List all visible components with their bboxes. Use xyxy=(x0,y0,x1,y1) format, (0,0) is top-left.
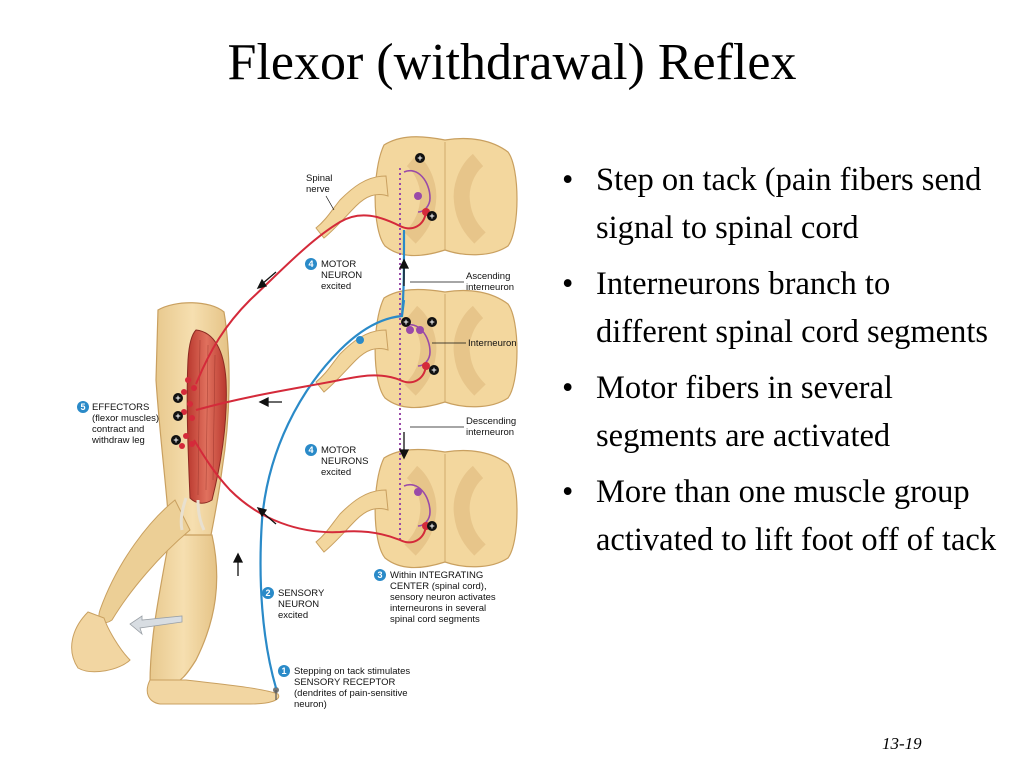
label-motor-neuron-excited: MOTOR NEURON excited xyxy=(321,259,362,292)
svg-text:NEURONS: NEURONS xyxy=(321,456,369,467)
svg-text:+: + xyxy=(429,521,434,531)
svg-text:sensory neuron activates: sensory neuron activates xyxy=(390,592,496,603)
reflex-diagram: + + + + + + + + + 1 2 3 4 4 5 Spinal ner… xyxy=(71,136,518,710)
step-number-1: 1 xyxy=(281,666,286,676)
svg-text:+: + xyxy=(431,365,436,375)
label-descending-interneuron: Descending interneuron xyxy=(410,416,516,438)
label-spinal-nerve: Spinal nerve xyxy=(306,173,335,211)
label-sensory-receptor: Stepping on tack stimulates SENSORY RECE… xyxy=(294,666,410,710)
direction-arrows xyxy=(232,258,410,576)
svg-text:NEURON: NEURON xyxy=(278,599,319,610)
svg-text:spinal cord segments: spinal cord segments xyxy=(390,614,480,625)
svg-text:excited: excited xyxy=(321,467,351,478)
page-number: 13-19 xyxy=(882,734,922,753)
synapse-signs: + + + + + + + + + xyxy=(171,153,439,531)
svg-text:excited: excited xyxy=(278,610,308,621)
leg-illustration xyxy=(71,302,280,705)
svg-text:MOTOR: MOTOR xyxy=(321,445,356,456)
svg-text:Interneuron: Interneuron xyxy=(468,338,517,349)
label-integrating-center: Within INTEGRATING CENTER (spinal cord),… xyxy=(390,570,496,625)
svg-text:excited: excited xyxy=(321,281,351,292)
svg-text:SENSORY: SENSORY xyxy=(278,588,325,599)
spinal-cord-middle xyxy=(374,288,518,409)
svg-text:+: + xyxy=(173,435,178,445)
bullet-item: Interneurons branch to different spinal … xyxy=(558,260,1008,356)
neuromuscular-junctions xyxy=(179,377,197,449)
svg-text:Descending: Descending xyxy=(466,416,516,427)
bullet-item: Step on tack (pain fibers send signal to… xyxy=(558,156,1008,252)
bullet-item: More than one muscle group activated to … xyxy=(558,468,1008,564)
nerve-root-top xyxy=(315,175,389,239)
label-ascending-interneuron: Ascending interneuron xyxy=(410,271,514,293)
svg-text:+: + xyxy=(175,411,180,421)
step-number-4a: 4 xyxy=(308,259,313,269)
svg-text:(flexor muscles): (flexor muscles) xyxy=(92,413,159,424)
bullet-list: Step on tack (pain fibers send signal to… xyxy=(558,156,1008,572)
svg-text:MOTOR: MOTOR xyxy=(321,259,356,270)
sensory-ganglion xyxy=(356,336,364,344)
svg-text:+: + xyxy=(175,393,180,403)
step-number-4b: 4 xyxy=(308,445,313,455)
spinal-cord-bottom xyxy=(374,448,518,569)
motor-neuron-middle xyxy=(195,365,427,411)
label-motor-neurons-excited: MOTOR NEURONS excited xyxy=(321,445,369,478)
svg-text:withdraw leg: withdraw leg xyxy=(91,435,145,446)
nerve-root-bottom xyxy=(315,489,389,553)
step-number-5: 5 xyxy=(80,402,85,412)
step-badges: 1 2 3 4 4 5 xyxy=(77,258,386,677)
label-interneuron: Interneuron xyxy=(432,338,517,349)
svg-text:+: + xyxy=(417,153,422,163)
slide-title: Flexor (withdrawal) Reflex xyxy=(227,34,797,91)
svg-text:NEURON: NEURON xyxy=(321,270,362,281)
step-number-3: 3 xyxy=(377,570,382,580)
step-number-2: 2 xyxy=(265,588,270,598)
label-sensory-neuron-excited: SENSORY NEURON excited xyxy=(278,588,325,621)
svg-text:interneurons in several: interneurons in several xyxy=(390,603,486,614)
label-effectors: EFFECTORS (flexor muscles) contract and … xyxy=(91,402,159,446)
svg-text:nerve: nerve xyxy=(306,184,330,195)
svg-text:CENTER (spinal cord),: CENTER (spinal cord), xyxy=(390,581,487,592)
svg-text:interneuron: interneuron xyxy=(466,282,514,293)
motor-neuron-top xyxy=(195,211,427,385)
svg-text:neuron): neuron) xyxy=(294,699,327,710)
svg-text:Ascending: Ascending xyxy=(466,271,510,282)
spinal-cord-top xyxy=(374,136,518,257)
svg-text:+: + xyxy=(429,211,434,221)
svg-text:Within INTEGRATING: Within INTEGRATING xyxy=(390,570,483,581)
bullet-item: Motor fibers in several segments are act… xyxy=(558,364,1008,460)
svg-text:+: + xyxy=(403,317,408,327)
svg-text:EFFECTORS: EFFECTORS xyxy=(92,402,149,413)
svg-text:(dendrites of pain-sensitive: (dendrites of pain-sensitive xyxy=(294,688,408,699)
svg-text:+: + xyxy=(429,317,434,327)
svg-text:interneuron: interneuron xyxy=(466,427,514,438)
svg-text:SENSORY RECEPTOR: SENSORY RECEPTOR xyxy=(294,677,396,688)
motor-neuron-bottom xyxy=(193,439,427,544)
svg-text:Spinal: Spinal xyxy=(306,173,332,184)
svg-text:Stepping on tack stimulates: Stepping on tack stimulates xyxy=(294,666,410,677)
svg-text:contract and: contract and xyxy=(92,424,144,435)
nerve-root-middle xyxy=(315,329,389,393)
